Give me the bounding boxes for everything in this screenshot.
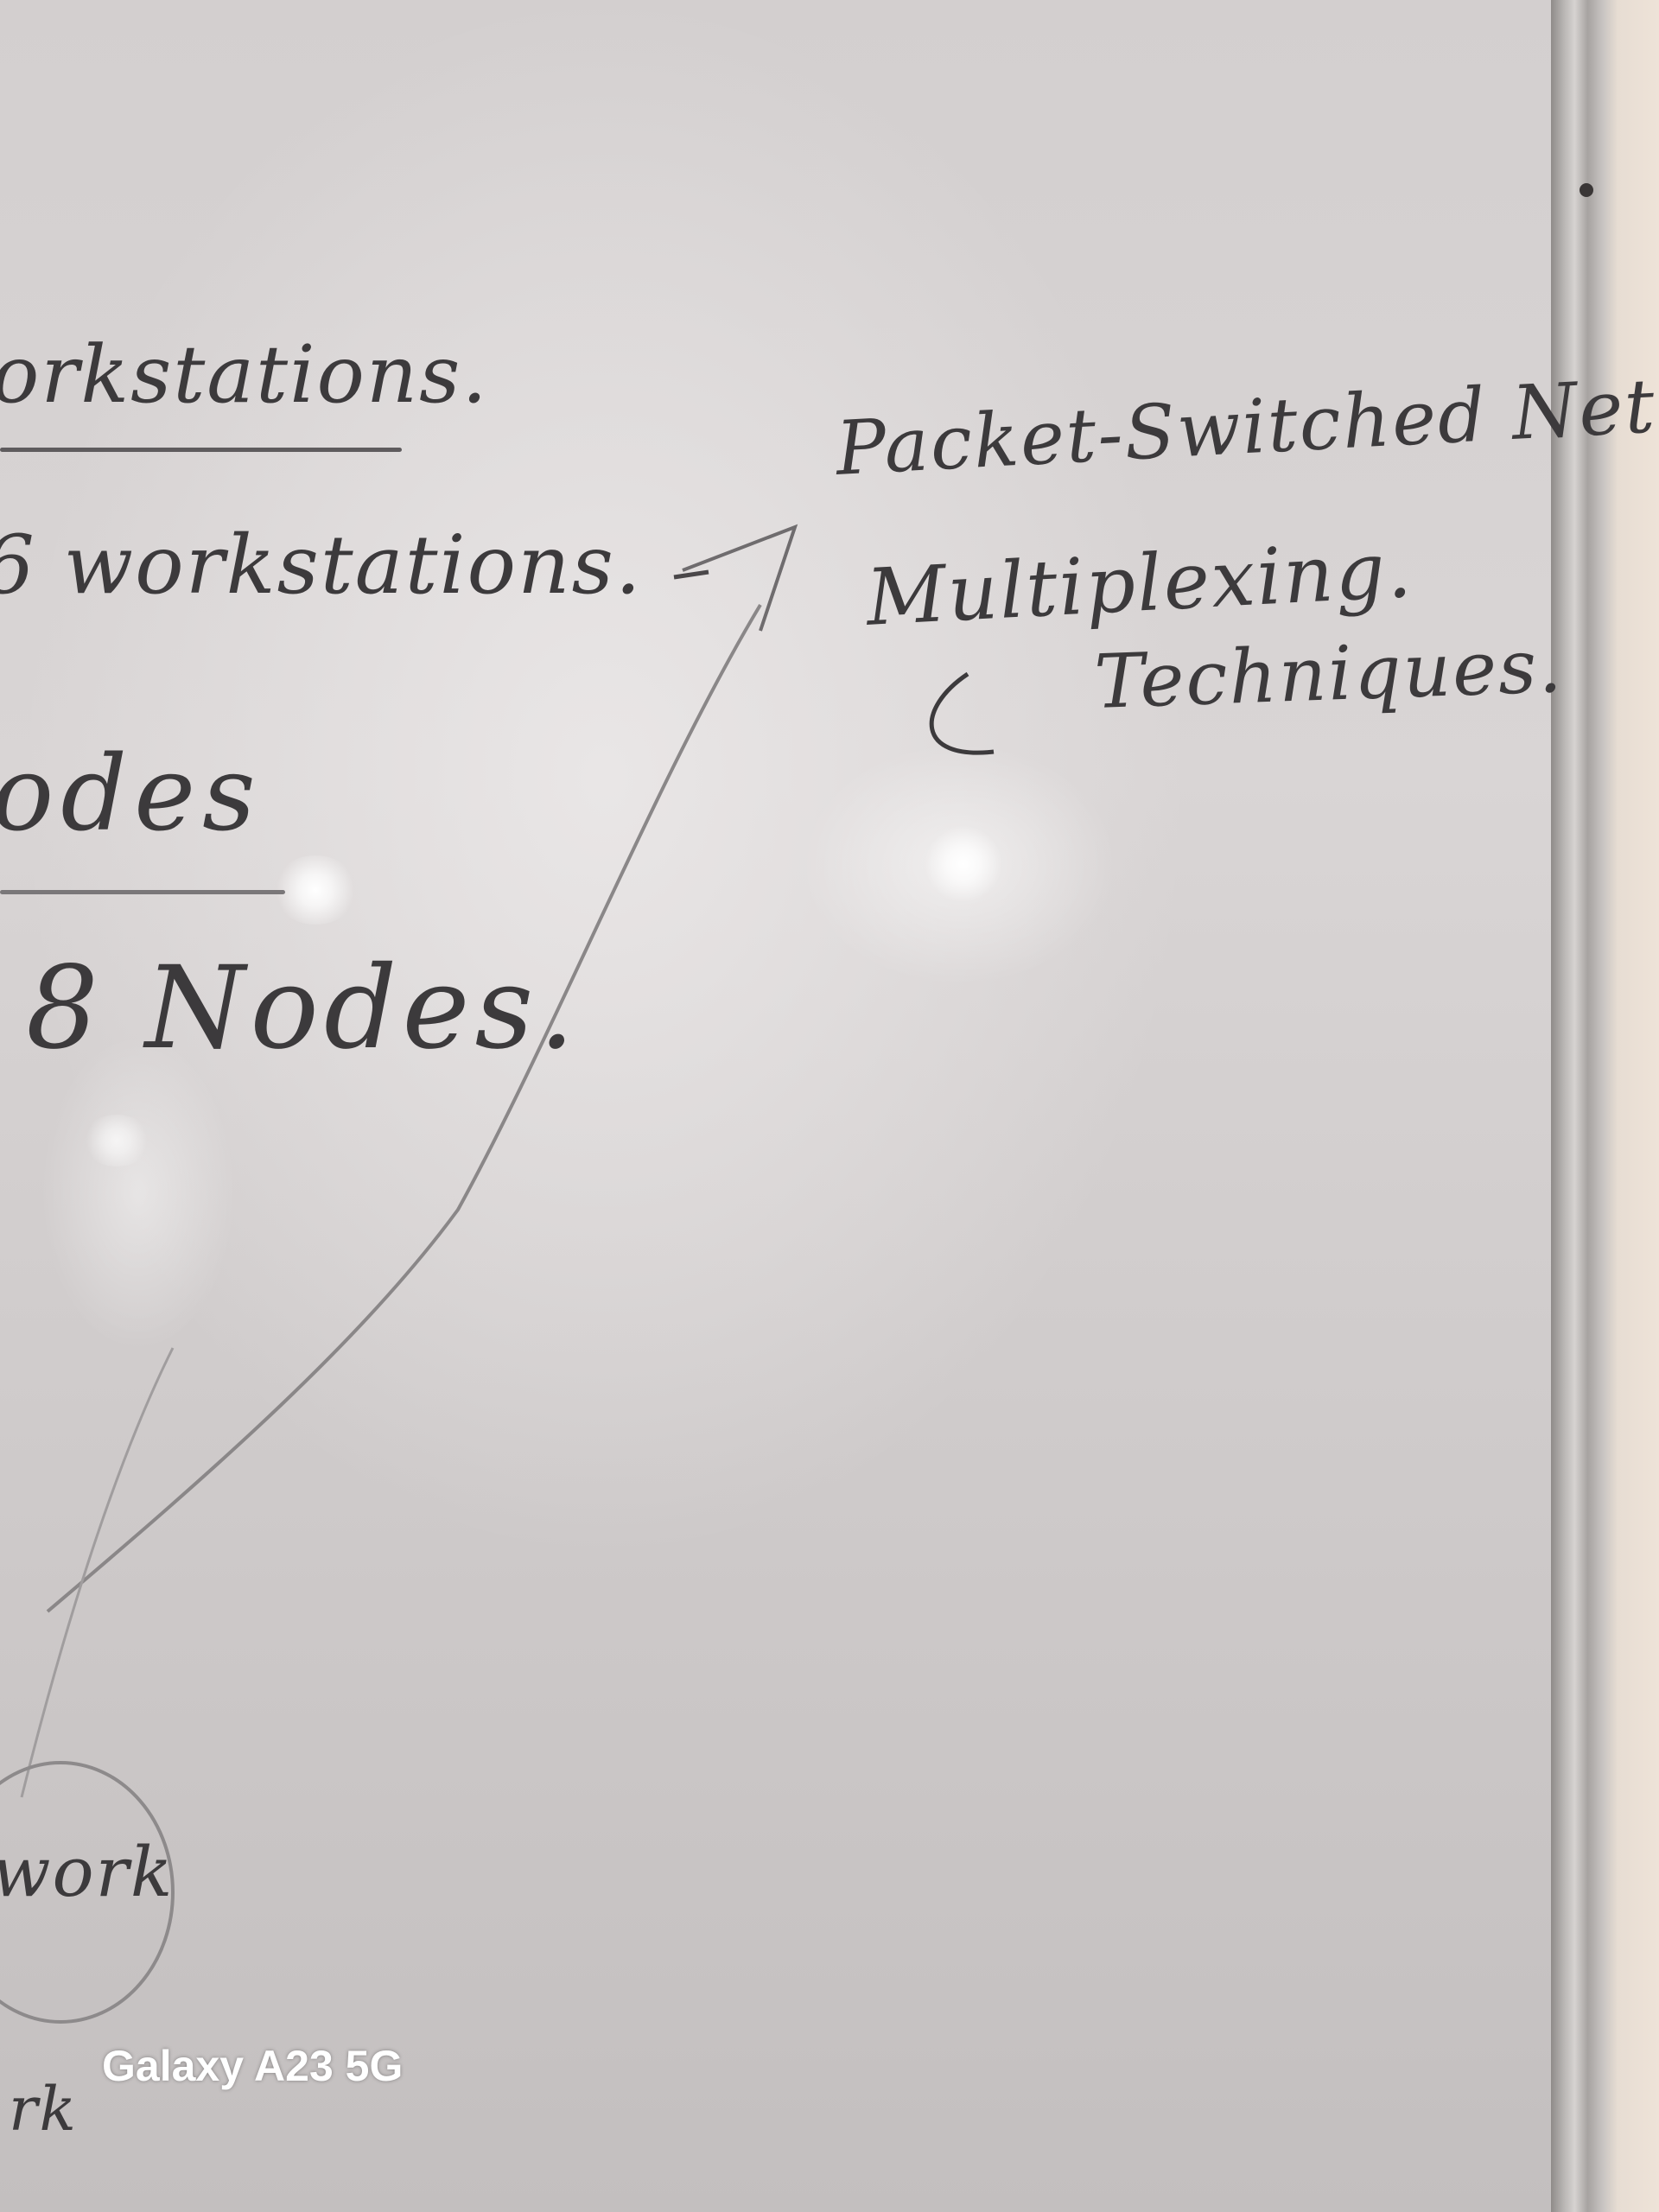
long-arrow-line — [46, 603, 762, 1613]
underline-workstations — [0, 448, 402, 452]
dash-mark — [673, 569, 709, 580]
light-glare — [82, 1115, 151, 1166]
faint-line — [20, 1347, 175, 1798]
note-techniques: Techniques. — [1093, 623, 1566, 726]
note-6-workstations: 6 workstations. — [0, 518, 643, 613]
circled-word — [0, 1761, 175, 2024]
arrow-head — [682, 524, 798, 632]
note-workstations-heading: orkstations. — [0, 328, 489, 421]
underline-nodes — [0, 890, 285, 894]
light-glare — [272, 855, 359, 925]
camera-watermark: Galaxy A23 5G — [102, 2042, 404, 2090]
note-bottom-fragment: rk — [9, 2074, 78, 2145]
light-glare — [925, 825, 1002, 903]
open-bracket — [929, 671, 995, 755]
note-circled-word: work — [0, 1832, 175, 1912]
note-nodes-heading: odes — [0, 734, 263, 855]
whiteboard-frame — [1551, 0, 1659, 2212]
note-8-nodes: 8 Nodes. — [26, 942, 581, 1075]
frame-screw — [1580, 183, 1593, 197]
